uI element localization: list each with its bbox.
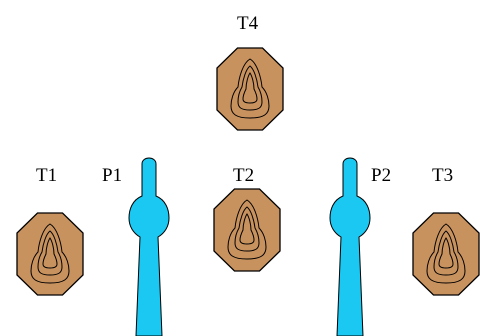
octagon-steel-target-icon [16, 212, 84, 296]
target-t3 [412, 212, 480, 296]
post-p1 [128, 157, 170, 336]
target-t2 [213, 188, 281, 272]
octagon-steel-target-icon [216, 47, 284, 131]
octagon-steel-target-icon [213, 188, 281, 272]
label-p2: P2 [371, 165, 391, 186]
label-t1: T1 [36, 165, 57, 186]
label-p1: P1 [102, 165, 122, 186]
target-t1 [16, 212, 84, 296]
target-t4 [216, 47, 284, 131]
label-t4: T4 [237, 13, 259, 34]
post-p2 [329, 157, 371, 336]
label-t2: T2 [233, 165, 254, 186]
octagon-steel-target-icon [412, 212, 480, 296]
no-shoot-post-icon [329, 157, 371, 336]
no-shoot-post-icon [128, 157, 170, 336]
label-t3: T3 [432, 165, 453, 186]
